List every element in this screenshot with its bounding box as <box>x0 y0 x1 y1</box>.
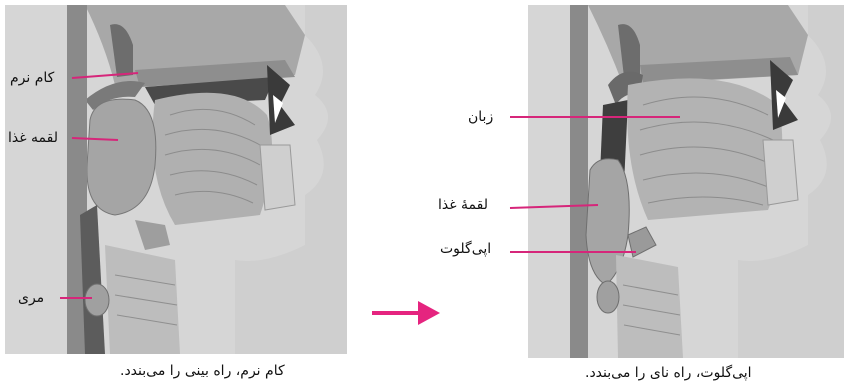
label-epiglottis: اپی‌گلوت <box>440 240 491 258</box>
label-esophagus: مری <box>18 289 44 307</box>
direction-arrow <box>372 301 440 325</box>
right-caption: اپی‌گلوت، راه نای را می‌بندد. <box>585 364 752 382</box>
label-left-food-bolus: لقمه غذا <box>8 129 58 147</box>
label-tongue: زبان <box>468 108 493 126</box>
soft-palate-pointer <box>72 73 138 78</box>
left-bolus-pointer <box>72 138 118 140</box>
left-caption: کام نرم، راه بینی را می‌بندد. <box>120 362 285 380</box>
right-bolus-pointer <box>510 205 598 208</box>
label-soft-palate: کام نرم <box>10 69 54 87</box>
label-right-food-bolus: لقمهٔ غذا <box>438 196 488 214</box>
